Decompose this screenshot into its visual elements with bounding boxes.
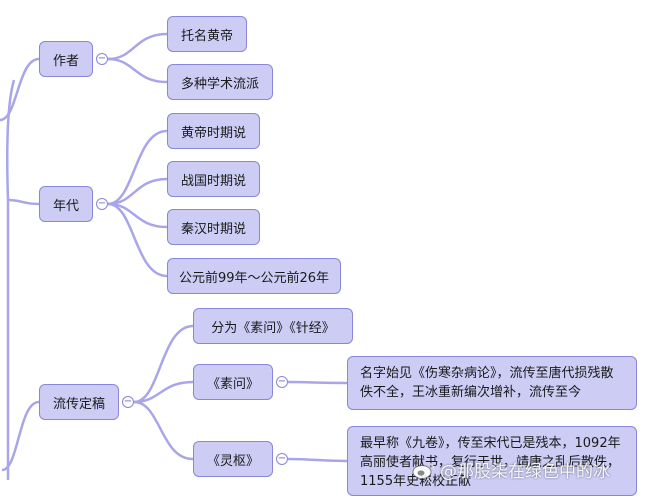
collapse-toggle-era[interactable]: − (96, 198, 108, 210)
branch-transmission[interactable]: 流传定稿 (39, 384, 119, 420)
leaf-multiple-schools[interactable]: 多种学术流派 (167, 64, 273, 100)
collapse-toggle-suwen[interactable]: − (276, 376, 288, 388)
watermark: @那股柒在绿色中的冰 (440, 457, 610, 482)
weibo-icon (412, 462, 434, 479)
collapse-toggle-transmission[interactable]: − (122, 396, 134, 408)
root-trunk (6, 79, 16, 480)
collapse-toggle-author[interactable]: − (96, 53, 108, 65)
note-lingshu[interactable]: 最早称《九卷》，传至宋代已是残本，1092年高丽使者献书，复行于世，靖康之乱后散… (347, 426, 637, 496)
link-author-2 (107, 57, 168, 84)
leaf-date-range[interactable]: 公元前99年～公元前26年 (167, 258, 341, 294)
link-trans-1 (133, 324, 194, 404)
watermark-text: @那股柒在绿色中的冰 (440, 462, 610, 482)
root-link-transmission (1, 400, 40, 472)
leaf-huangdi-period[interactable]: 黄帝时期说 (167, 113, 260, 149)
link-suwen-note (287, 380, 348, 385)
leaf-split-volumes[interactable]: 分为《素问》《针经》 (193, 308, 353, 344)
link-lingshu-note (287, 457, 348, 463)
note-suwen[interactable]: 名字始见《伤寒杂病论》，流传至唐代损残散佚不全，王冰重新编次增补，流传至今 (347, 356, 637, 410)
link-era-4 (107, 202, 168, 278)
leaf-attributed-huangdi[interactable]: 托名黄帝 (167, 16, 247, 52)
collapse-toggle-lingshu[interactable]: − (276, 453, 288, 465)
leaf-qin-han[interactable]: 秦汉时期说 (167, 209, 260, 245)
leaf-warring-states[interactable]: 战国时期说 (167, 161, 260, 197)
leaf-lingshu[interactable]: 《灵枢》 (193, 441, 273, 477)
link-trans-2 (133, 380, 194, 404)
root-link-author (0, 57, 40, 122)
leaf-suwen[interactable]: 《素问》 (193, 364, 273, 400)
link-era-2 (107, 177, 168, 206)
branch-era[interactable]: 年代 (39, 186, 93, 222)
link-trans-3 (133, 400, 194, 461)
root-link-era (7, 198, 40, 206)
link-era-1 (107, 129, 168, 206)
link-author-1 (107, 32, 168, 61)
branch-author[interactable]: 作者 (39, 41, 93, 77)
